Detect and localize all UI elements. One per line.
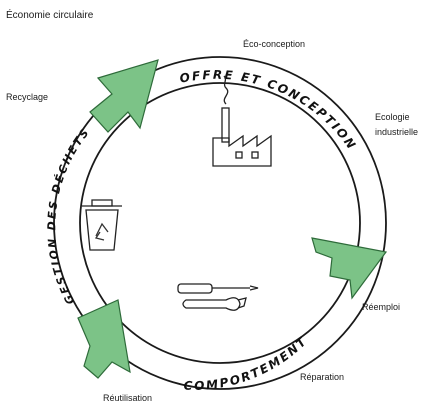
label-reutilisation: Réutilisation	[103, 393, 153, 403]
tools-icon	[177, 283, 259, 311]
ring-text-comportement: COMPORTEMENT	[183, 334, 310, 393]
label-reparation: Réparation	[300, 372, 345, 382]
label-ecologie-industrielle: Ecologie industrielle	[375, 112, 419, 137]
ring-inner	[79, 82, 361, 364]
diagram-title: Économie circulaire	[6, 10, 94, 21]
arrow-reutilisation	[77, 299, 131, 379]
label-recyclage: Recyclage	[6, 92, 49, 102]
recycle-bin-icon	[82, 199, 122, 251]
factory-icon	[212, 75, 272, 167]
label-reemploi: Réemploi	[362, 302, 401, 312]
ring-outer	[53, 56, 387, 390]
arrow-reemploi	[311, 237, 388, 300]
label-eco-conception: Éco-conception	[243, 39, 306, 49]
arrow-recyclage	[89, 59, 159, 133]
